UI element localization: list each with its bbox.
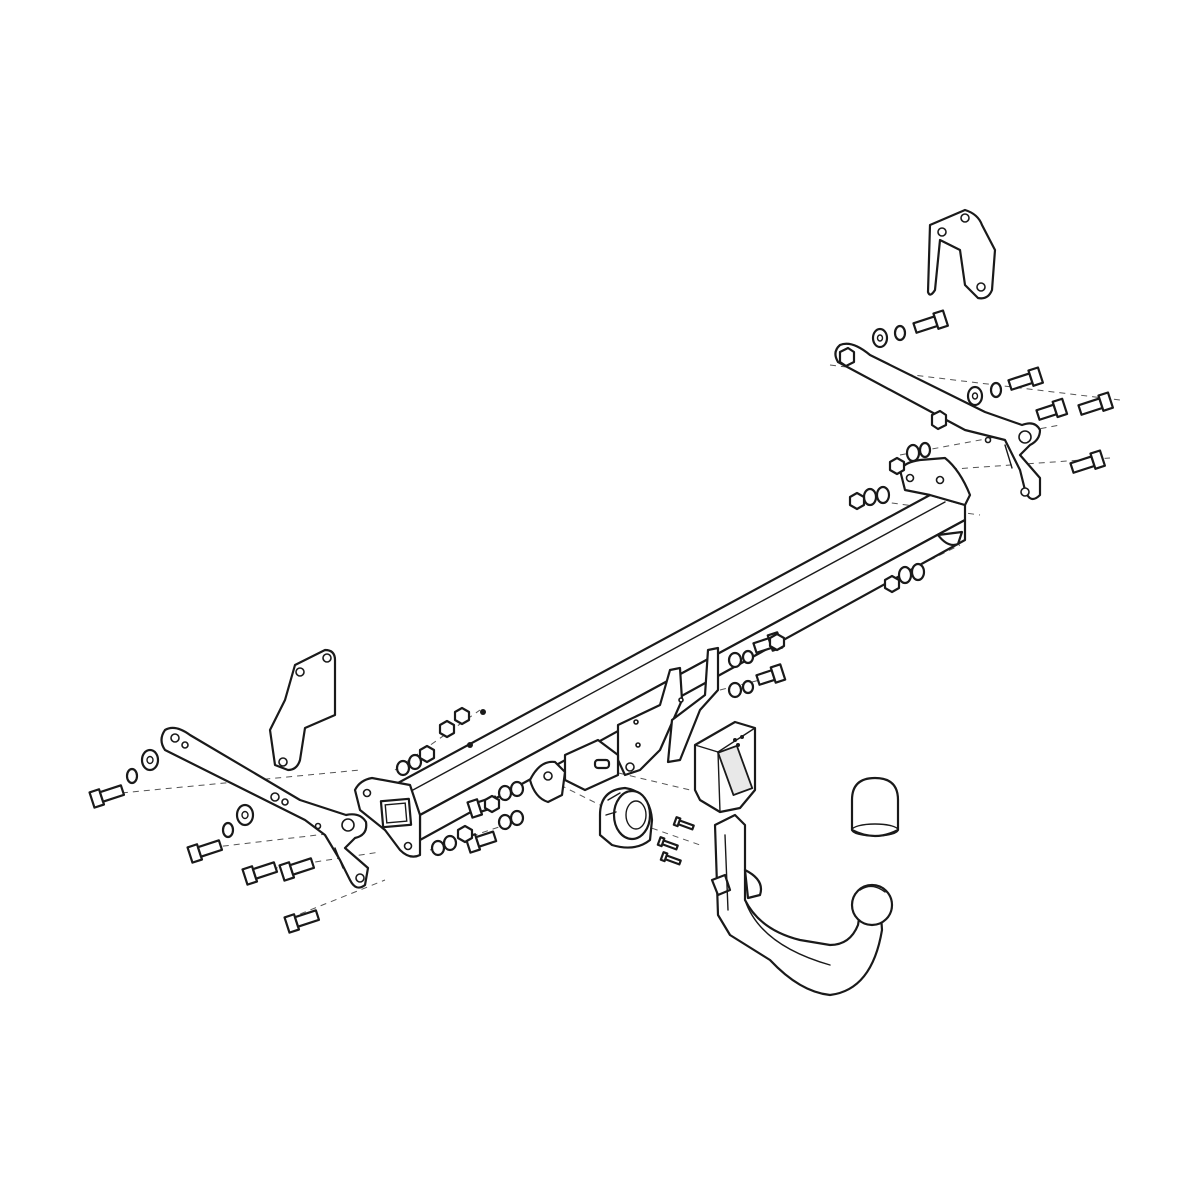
bolt-9 [186,839,224,864]
detachable-tow-ball-neck [710,813,894,997]
bolt-12 [283,909,321,934]
right-side-bracket [834,342,1042,501]
bolt-4 [1077,391,1115,416]
bolt-1 [912,309,950,334]
washers [125,324,1003,857]
bolt-7 [755,663,787,686]
bolt-2 [1007,366,1045,391]
bolt-3 [1035,397,1069,421]
bolt-11 [278,857,316,882]
screw-2 [656,836,679,851]
bolt-5 [1069,449,1107,474]
center-mount-bracket [616,646,720,777]
bolt-8 [88,784,126,809]
screw-1 [672,816,695,831]
main-crossbar [353,456,972,858]
electrical-socket [598,786,654,849]
nuts [418,456,906,844]
bolts [88,309,1115,934]
socket-plate [528,738,620,804]
tow-ball-cover-cap [850,776,900,838]
left-spacer-plate [268,648,337,772]
bolt-10 [241,861,279,886]
left-side-bracket [160,726,370,889]
screws [656,816,695,866]
screw-3 [659,851,682,866]
right-spacer-plate [926,208,997,300]
receiver-lock-block [693,720,757,814]
